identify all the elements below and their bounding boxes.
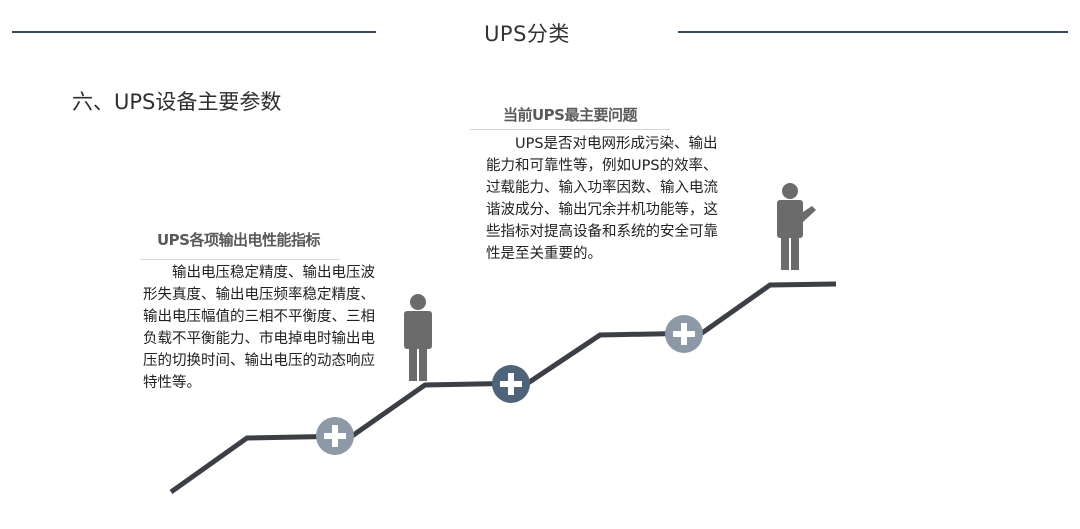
plus-circle-icon	[316, 417, 354, 455]
header-line-left	[12, 31, 376, 33]
output-performance-heading: UPS各项输出电性能指标	[157, 231, 320, 249]
output-performance-rule	[140, 259, 340, 260]
person-pointing-icon	[777, 183, 816, 270]
main-problem-body: UPS是否对电网形成污染、输出能力和可靠性等，例如UPS的效率、过载能力、输入功…	[486, 136, 718, 262]
main-problem-rule	[470, 129, 670, 130]
main-problem-heading: 当前UPS最主要问题	[503, 106, 637, 124]
plus-circle-icon	[492, 365, 530, 403]
person-icon	[404, 294, 432, 381]
header-title: UPS分类	[484, 22, 570, 46]
output-performance-body: 输出电压稳定精度、输出电压波形失真度、输出电压频率稳定精度、输出电压幅值的三相不…	[143, 265, 375, 391]
plus-circle-icon	[665, 315, 703, 353]
header-line-right	[678, 31, 1068, 33]
section-title: 六、UPS设备主要参数	[72, 90, 282, 114]
